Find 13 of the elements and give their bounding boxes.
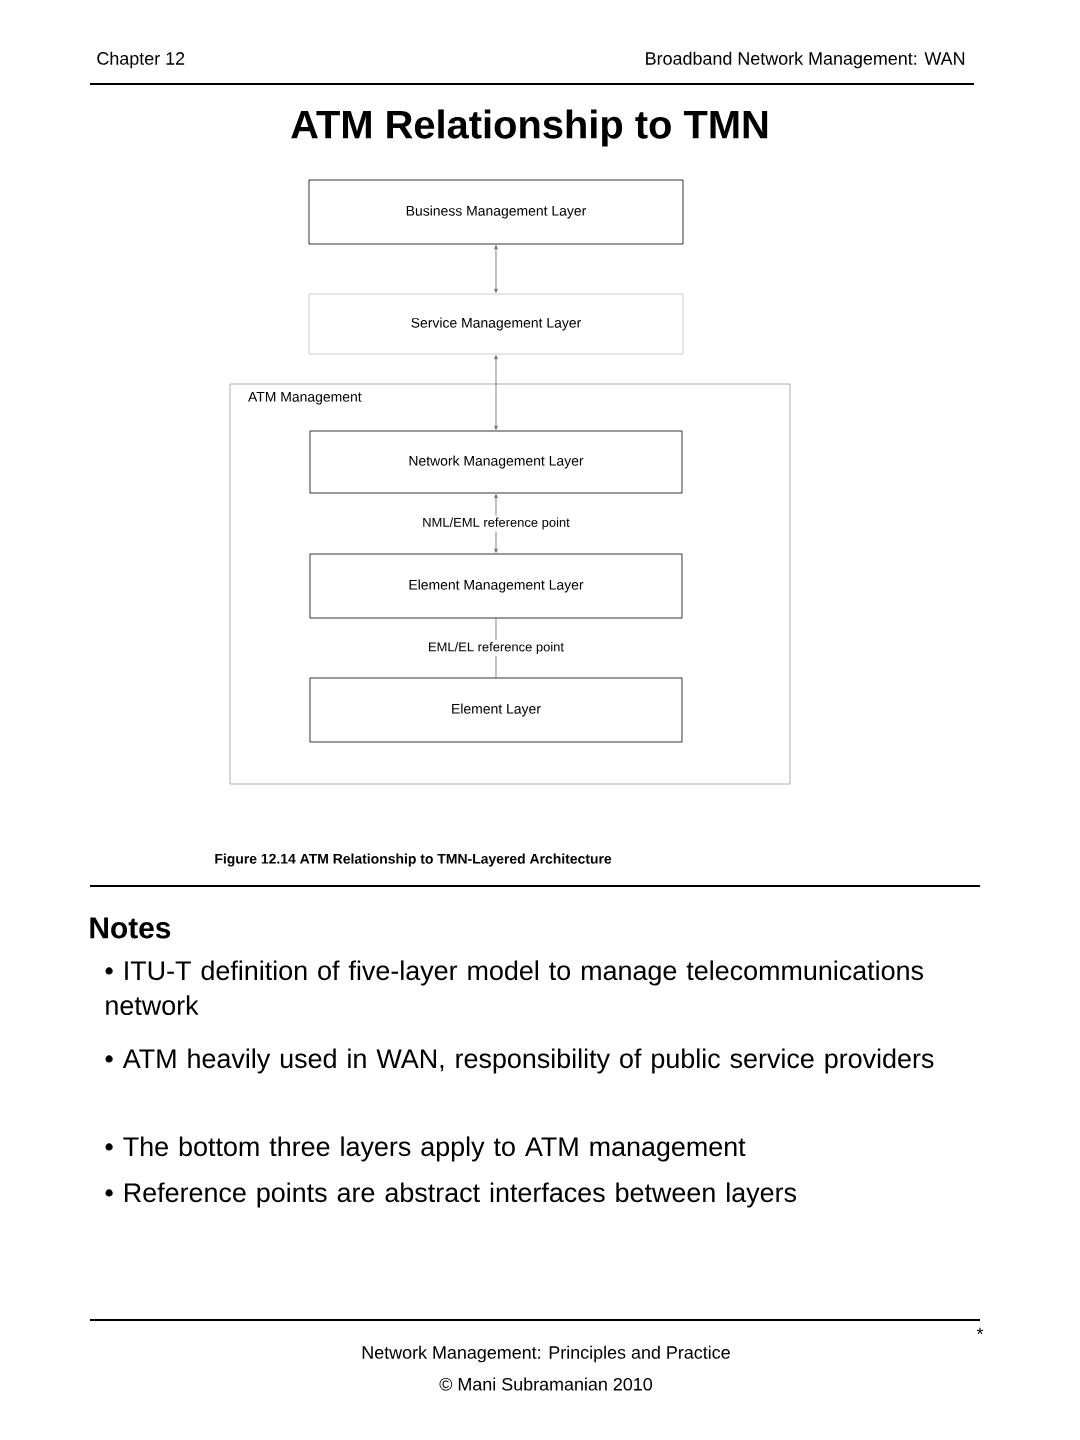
header-text: Chapter 12 [97,51,185,69]
heading: Notes [90,917,171,939]
arrow [494,355,498,430]
arrow [494,245,498,293]
page-mark: * [976,1327,984,1335]
bullet-text: • ATM heavily used in WAN, responsibility of public service providers [105,1048,934,1074]
title: ATM Relationship to TMN [291,109,768,147]
header-text: Broadband Network Management: WAN [646,51,965,69]
bullet-text: • Reference points are abstract interfaces between layers [105,1182,796,1208]
footer-text: © Mani Subramanian 2010 [439,1377,653,1391]
bullet-text: • ITU-T definition of five-layer model to manage telecommunications network [105,960,923,1015]
footer-text: Network Management: Principles and Practice [362,1345,730,1363]
bullet-text: • The bottom three layers apply to ATM management [105,1136,746,1162]
